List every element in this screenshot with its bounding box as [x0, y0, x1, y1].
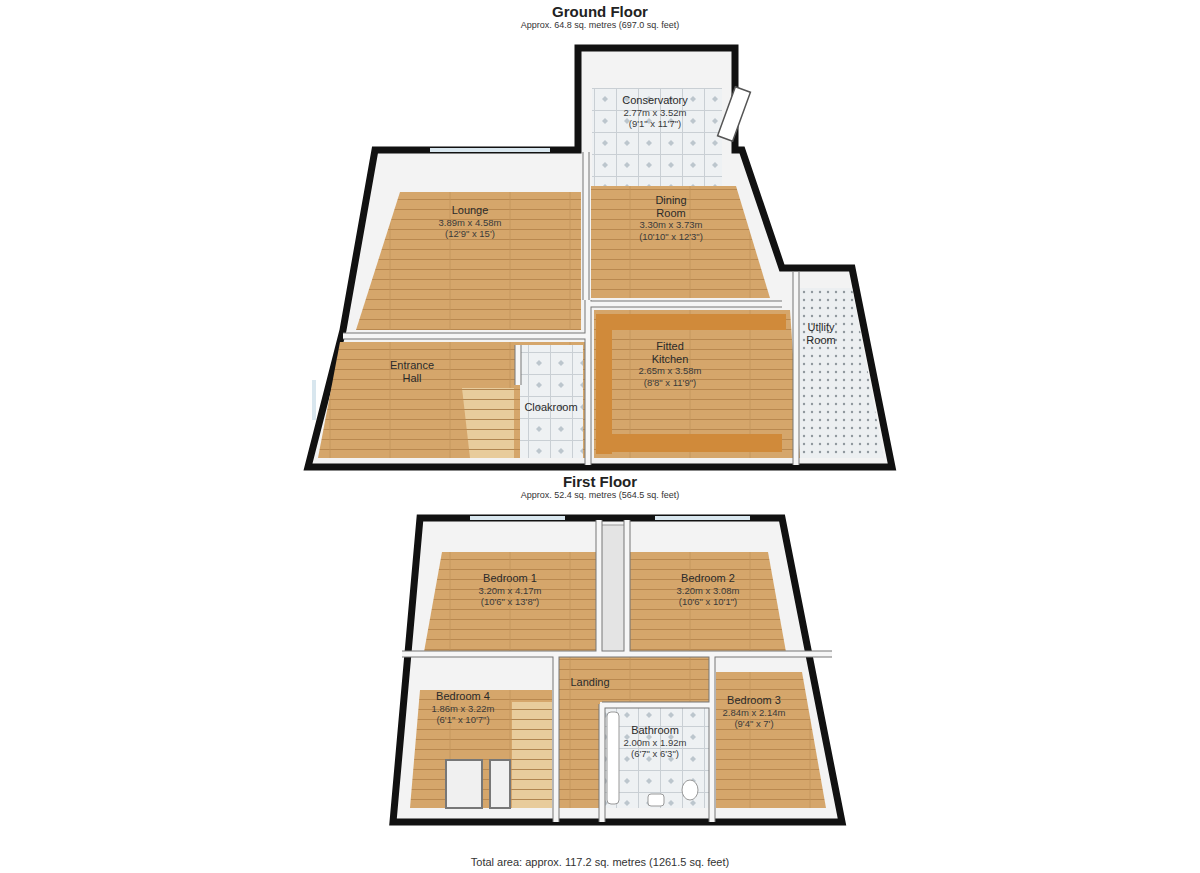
- room-name: Bedroom 4: [432, 690, 495, 703]
- interior-walls-face: [402, 520, 832, 822]
- room-label: Utility Room: [801, 321, 841, 346]
- conservatory-floor: [592, 88, 722, 186]
- room-dimension: 3.20m x 4.17m: [479, 585, 542, 596]
- room-name: Cloakroom: [524, 401, 577, 414]
- kitchen-counter: [596, 314, 612, 454]
- bedroom-4-floor: [410, 690, 552, 808]
- room-label: Entrance Hall: [384, 359, 440, 384]
- bathroom-floor: [604, 708, 710, 808]
- room-label: Bedroom 32.84m x 2.14m(9'4" x 7'): [723, 694, 786, 729]
- window: [430, 148, 550, 152]
- room-name: Conservatory: [622, 94, 687, 107]
- room-label: Lounge3.89m x 4.58m(12'9" x 15'): [439, 204, 502, 239]
- floor-heading: Ground Floor: [552, 3, 648, 20]
- room-dimension: (6'1" x 10'7"): [432, 714, 495, 725]
- room-dimension: (6'7" x 6'3"): [624, 748, 687, 759]
- landing-floor: [556, 656, 712, 808]
- room-name: Bedroom 2: [677, 572, 740, 585]
- bedroom-2-floor: [628, 552, 786, 652]
- room-label: Bedroom 23.20m x 3.08m(10'6" x 10'1"): [677, 572, 740, 607]
- wash-basin: [648, 794, 664, 806]
- room-label: Bathroom2.00m x 1.92m(6'7" x 6'3"): [624, 724, 687, 759]
- floor-area: Approx. 52.4 sq. metres (564.5 sq. feet): [521, 490, 680, 500]
- room-dimension: 2.84m x 2.14m: [723, 707, 786, 718]
- room-dimension: 2.00m x 1.92m: [624, 737, 687, 748]
- cupboard: [601, 525, 625, 652]
- room-dimension: (12'9" x 15'): [439, 228, 502, 239]
- room-name: Entrance Hall: [384, 359, 440, 384]
- room-label: Bedroom 13.20m x 4.17m(10'6" x 13'8"): [479, 572, 542, 607]
- room-label: Landing: [570, 676, 609, 689]
- utility-floor: [800, 288, 884, 458]
- room-dimension: (10'10" x 12'3"): [639, 231, 703, 242]
- built-in-cupboard: [446, 760, 482, 808]
- room-dimension: 1.86m x 3.22m: [432, 703, 495, 714]
- room-dimension: (10'6" x 10'1"): [677, 596, 740, 607]
- room-name: Dining Room: [648, 194, 694, 219]
- interior-walls-face: [343, 152, 796, 465]
- kitchen-counter: [596, 434, 782, 452]
- interior-walls: [343, 152, 796, 465]
- room-dimension: 2.65m x 3.58m: [639, 365, 702, 376]
- staircase: [512, 702, 552, 808]
- conservatory-door: [718, 87, 751, 141]
- kitchen-counter: [600, 314, 786, 330]
- room-label: Conservatory2.77m x 3.52m(9'1" x 11'7"): [622, 94, 687, 129]
- room-dimension: 2.77m x 3.52m: [622, 107, 687, 118]
- kitchen-floor: [594, 310, 800, 458]
- window: [655, 516, 750, 520]
- room-dimension: 3.20m x 3.08m: [677, 585, 740, 596]
- lounge-floor: [356, 192, 581, 330]
- total-area-caption: Total area: approx. 117.2 sq. metres (12…: [471, 856, 729, 868]
- room-dimension: (9'1" x 11'7"): [622, 118, 687, 129]
- floor-area: Approx. 64.8 sq. metres (697.0 sq. feet): [521, 20, 680, 30]
- room-dimension: 3.89m x 4.58m: [439, 217, 502, 228]
- room-dimension: (10'6" x 13'8"): [479, 596, 542, 607]
- hall-floor: [318, 342, 585, 458]
- cloakroom-floor: [520, 345, 583, 458]
- bedroom-3-floor: [716, 672, 826, 808]
- window: [312, 380, 316, 420]
- built-in-cupboard: [490, 760, 510, 808]
- room-dimension: (9'4" x 7'): [723, 718, 786, 729]
- room-name: Utility Room: [801, 321, 841, 346]
- room-dimension: (8'8" x 11'9"): [639, 377, 702, 388]
- window: [470, 516, 565, 520]
- floor-heading: First Floor: [563, 473, 637, 490]
- room-label: Bedroom 41.86m x 3.22m(6'1" x 10'7"): [432, 690, 495, 725]
- room-name: Lounge: [439, 204, 502, 217]
- room-name: Bedroom 1: [479, 572, 542, 585]
- interior-walls: [402, 520, 832, 822]
- bath-tub: [607, 712, 619, 804]
- first-floor-shell: [393, 518, 842, 822]
- staircase: [462, 388, 514, 458]
- bedroom-1-floor: [424, 552, 597, 652]
- room-name: Landing: [570, 676, 609, 689]
- room-label: Dining Room3.30m x 3.73m(10'10" x 12'3"): [639, 194, 703, 242]
- ground-floor-shell: [308, 48, 892, 467]
- room-dimension: 3.30m x 3.73m: [639, 219, 703, 230]
- toilet: [682, 780, 698, 800]
- room-name: Fitted Kitchen: [645, 340, 695, 365]
- room-name: Bathroom: [624, 724, 687, 737]
- room-label: Fitted Kitchen2.65m x 3.58m(8'8" x 11'9"…: [639, 340, 702, 388]
- dining-floor: [591, 186, 770, 298]
- room-label: Cloakroom: [524, 401, 577, 414]
- room-name: Bedroom 3: [723, 694, 786, 707]
